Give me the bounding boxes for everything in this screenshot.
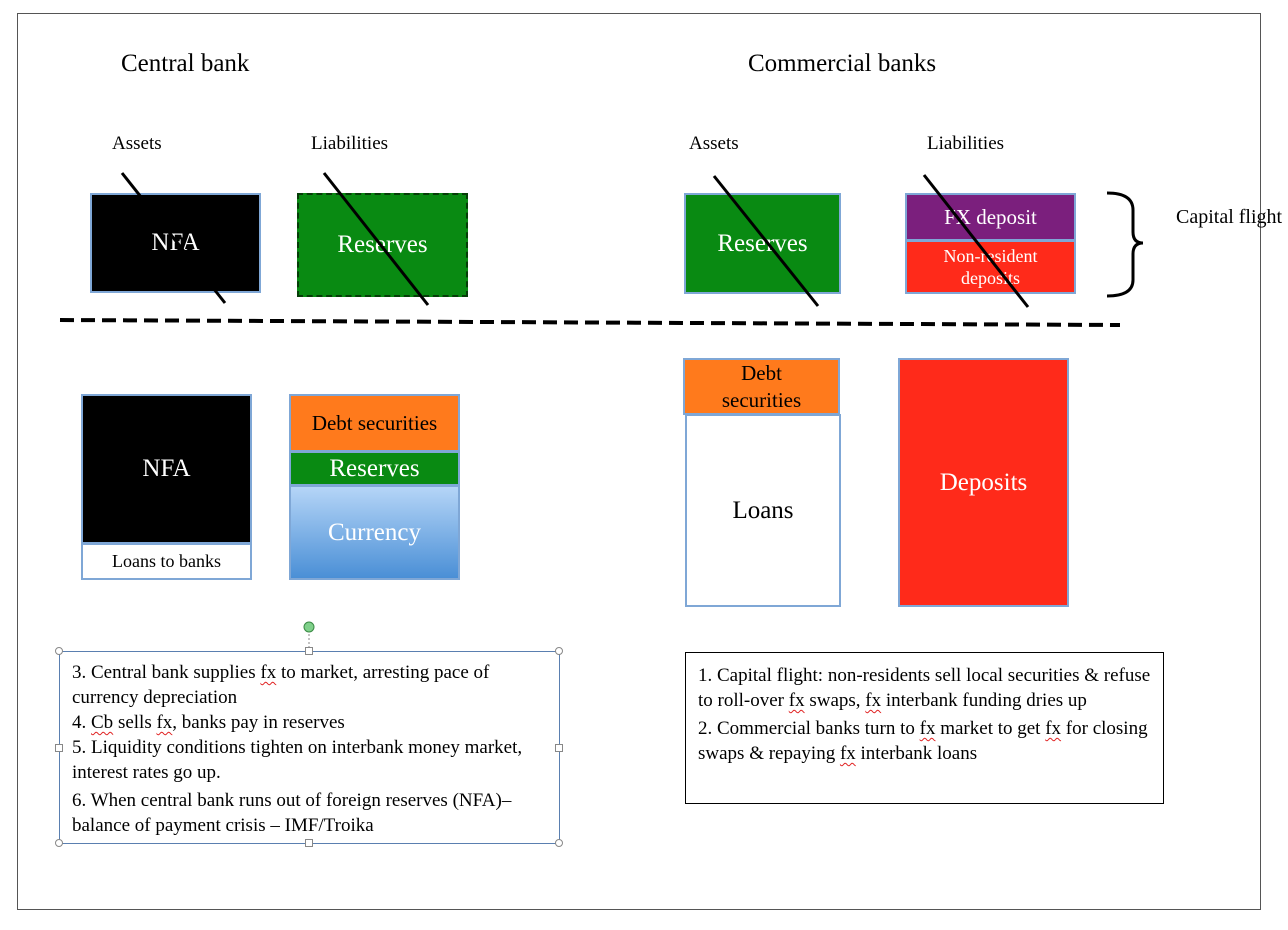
comm-assets-label: Assets: [689, 133, 739, 154]
resize-handle-bottom-icon[interactable]: [305, 839, 313, 847]
commercial-banks-title: Commercial banks: [748, 50, 937, 77]
notes-left-textbox[interactable]: 3. Central bank supplies fx to market, a…: [59, 651, 560, 844]
note-item-5: 5. Liquidity conditions tighten on inter…: [72, 737, 523, 783]
deposits-box: Deposits: [898, 358, 1069, 607]
notes-right-textbox[interactable]: 1. Capital flight: non-residents sell lo…: [685, 652, 1164, 804]
central-bank-title: Central bank: [121, 50, 250, 77]
nonresident-deposits-label: Non-resident deposits: [943, 246, 1038, 288]
comm-reserves-top-label: Reserves: [717, 229, 808, 257]
note-item-2: 2. Commercial banks turn to fx market to…: [698, 718, 1148, 764]
currency-label: Currency: [327, 518, 422, 546]
cb-assets-label: Assets: [112, 133, 162, 154]
resize-handle-top-right-icon[interactable]: [555, 647, 563, 655]
comm-reserves-top-box: Reserves: [684, 193, 841, 294]
loans-to-banks-label: Loans to banks: [112, 551, 221, 571]
deposits-label: Deposits: [939, 468, 1028, 496]
loans-box: Loans: [685, 414, 841, 607]
cb-reserves-bottom-label: Reserves: [329, 454, 420, 482]
note-item-3: 3. Central bank supplies fx to market, a…: [72, 662, 490, 708]
fx-deposit-box: FX deposit: [905, 193, 1076, 241]
resize-handle-top-icon[interactable]: [305, 647, 313, 655]
cb-debt-securities-label: Debt securities: [311, 410, 438, 435]
resize-handle-right-icon[interactable]: [555, 744, 563, 752]
note-item-4: 4. Cb sells fx, banks pay in reserves: [72, 712, 345, 733]
cb-nfa-bottom-box: NFA: [81, 394, 252, 544]
slide-frame: [17, 13, 1261, 910]
resize-handle-bottom-right-icon[interactable]: [555, 839, 563, 847]
cb-reserves-bottom-box: Reserves: [289, 451, 460, 486]
comm-debt-securities-box: Debt securities: [683, 358, 840, 415]
nonresident-deposits-box: Non-resident deposits: [905, 240, 1076, 294]
currency-box: Currency: [289, 485, 460, 580]
comm-liabilities-label: Liabilities: [927, 133, 1005, 154]
resize-handle-left-icon[interactable]: [55, 744, 63, 752]
cb-reserves-top-box: Reserves: [297, 193, 468, 297]
cb-reserves-top-label: Reserves: [337, 231, 428, 258]
resize-handle-bottom-left-icon[interactable]: [55, 839, 63, 847]
capital-flight-label: Capital flight: [1176, 206, 1283, 228]
loans-label: Loans: [732, 496, 794, 524]
note-item-1: 1. Capital flight: non-residents sell lo…: [698, 665, 1151, 711]
loans-to-banks-box: Loans to banks: [81, 543, 252, 580]
cb-debt-securities-box: Debt securities: [289, 394, 460, 452]
cb-nfa-bottom-label: NFA: [142, 455, 191, 482]
fx-deposit-label: FX deposit: [944, 204, 1037, 229]
cb-nfa-top-label: NFA: [151, 229, 200, 256]
cb-nfa-top-box: NFA: [90, 193, 261, 293]
cb-liabilities-label: Liabilities: [311, 133, 389, 154]
resize-handle-top-left-icon[interactable]: [55, 647, 63, 655]
note-item-6: 6. When central bank runs out of foreign…: [72, 790, 512, 836]
comm-debt-securities-label: Debt securities: [721, 360, 802, 412]
